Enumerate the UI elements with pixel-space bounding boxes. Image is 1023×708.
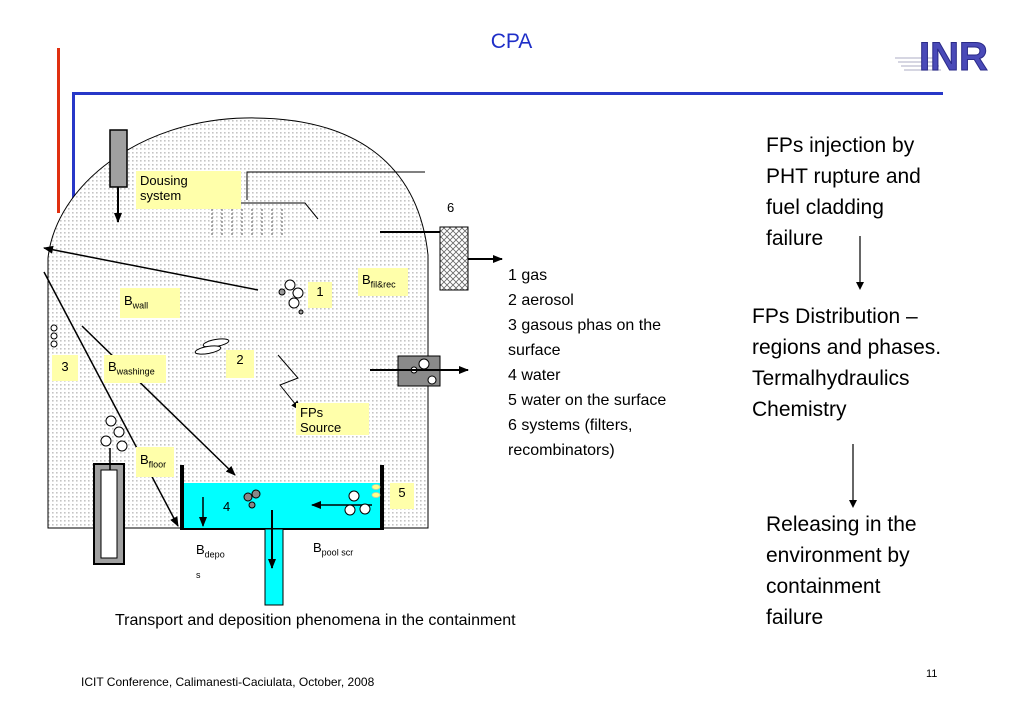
b-pool-scr-label: Bpool scr [313, 540, 354, 558]
dousing-system-label: Dousing system [136, 171, 241, 209]
footer-text: ICIT Conference, Calimanesti-Caciulata, … [81, 675, 375, 689]
legend-item: 2 aerosol [508, 292, 574, 309]
legend-item: recombinators) [508, 442, 615, 459]
fps-source-label: FPs Source [296, 403, 369, 435]
aerosol-particles [194, 338, 230, 355]
legend-item: 6 systems (filters, [508, 417, 633, 434]
region-1-label: 1 [308, 282, 332, 308]
b-fil-rec-label: Bfil&rec [358, 268, 408, 296]
legend-item: 3 gasous phas on the [508, 317, 662, 334]
legend-item: 5 water on the surface [508, 392, 667, 409]
filter-system [439, 226, 469, 291]
slide-title: CPA [490, 30, 533, 53]
region-2-label: 2 [226, 350, 254, 378]
blue-accent-vertical [72, 92, 75, 202]
flow-step-injection: FPs injection by PHT rupture and fuel cl… [766, 134, 921, 250]
b-depos-label: Bdepo s [196, 542, 225, 580]
region-3-label: 3 [52, 355, 78, 381]
label-6: 6 [447, 200, 455, 215]
region-legend: 1 gas 2 aerosol 3 gasous phas on the sur… [508, 263, 666, 463]
blue-accent-horizontal [72, 92, 943, 95]
dousing-header [246, 171, 425, 200]
legend-item: 1 gas [508, 267, 548, 284]
page-number: 11 [926, 668, 938, 680]
flow-step-distribution: FPs Distribution – regions and phases. T… [752, 305, 942, 421]
legend-item: 4 water [508, 367, 561, 384]
inr-logo: INR [895, 35, 989, 78]
dousing-pipe [109, 129, 128, 188]
b-floor-label: Bfloor [136, 447, 174, 477]
red-accent-bar [57, 48, 60, 213]
pool-drain [264, 528, 284, 606]
flow-arrows [849, 236, 864, 508]
region-5-label: 5 [390, 483, 414, 509]
b-washinge-label: Bwashinge [104, 355, 166, 383]
flow-step-release: Releasing in the environment by containm… [766, 513, 917, 629]
region-4-label: 4 [223, 499, 231, 514]
gas-bubbles [278, 279, 304, 315]
logo-text: INR [919, 35, 988, 78]
legend-item: surface [508, 342, 561, 359]
diagram-caption: Transport and deposition phenomena in th… [115, 612, 516, 629]
fps-source-zigzag [277, 354, 301, 411]
b-wall-label: Bwall [120, 288, 180, 318]
